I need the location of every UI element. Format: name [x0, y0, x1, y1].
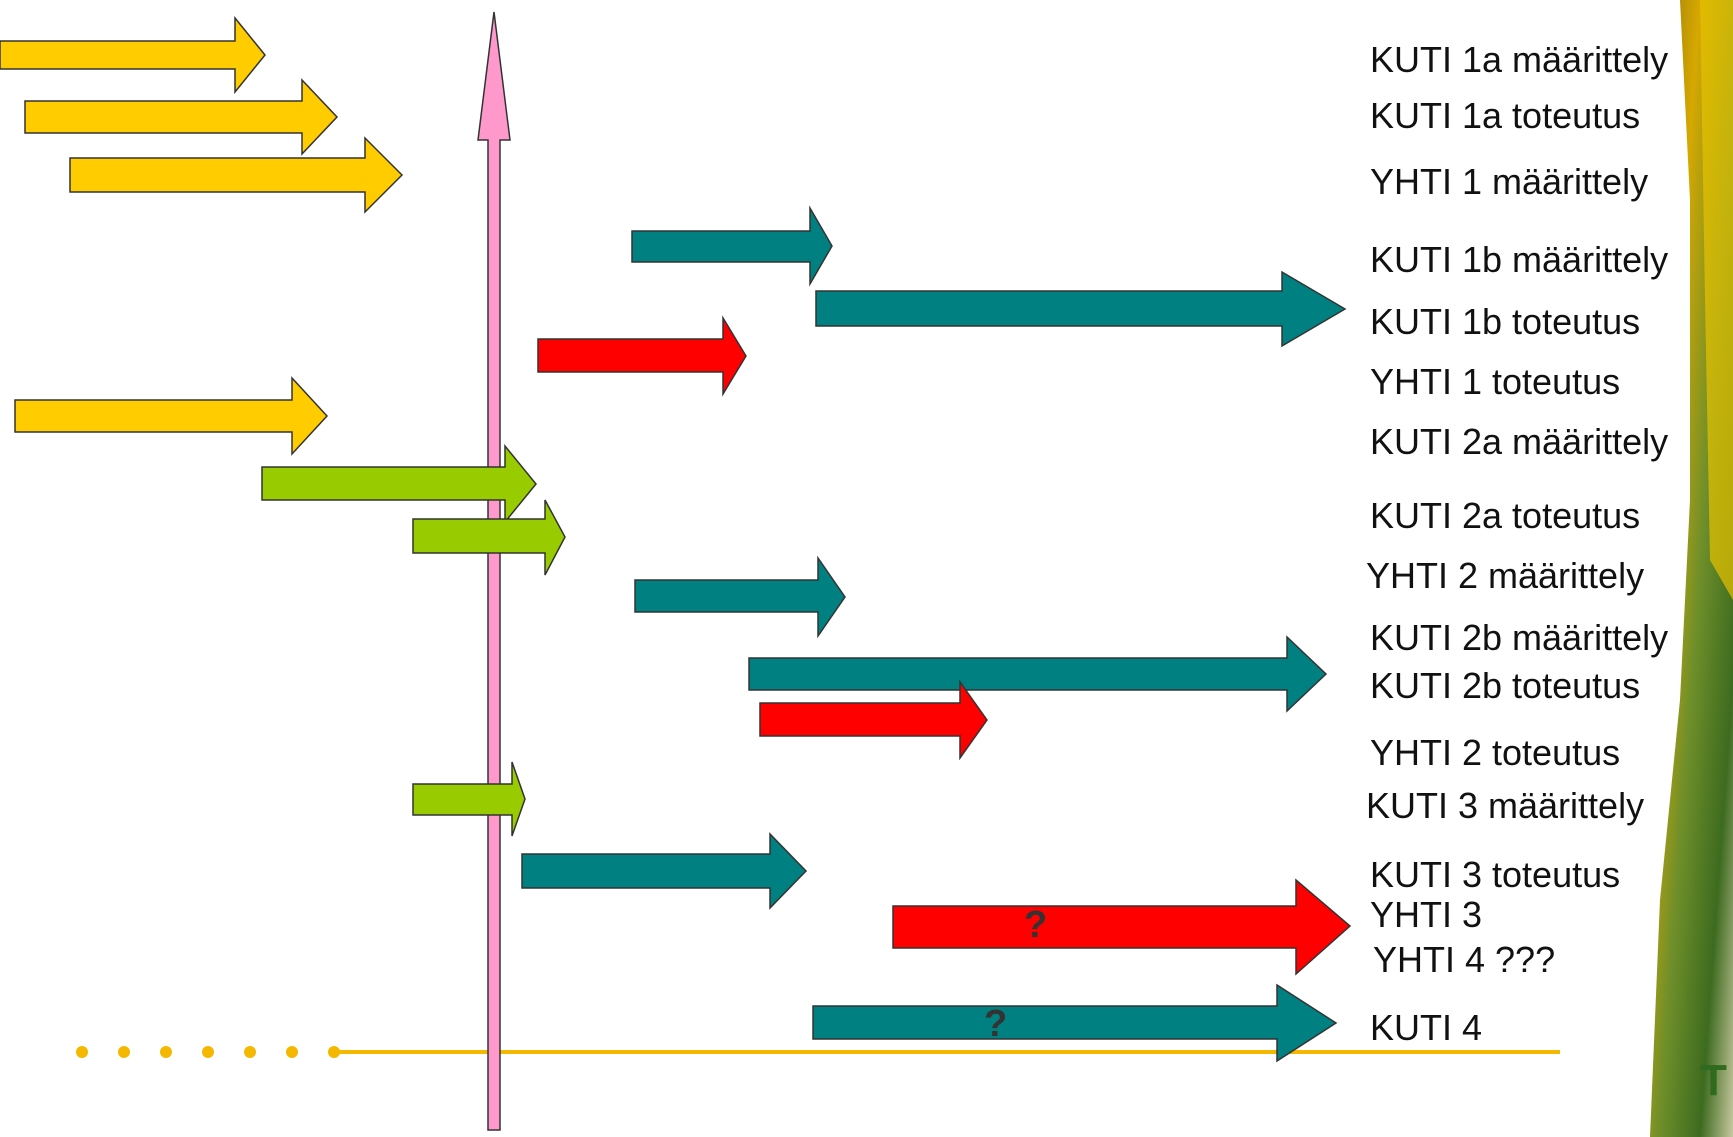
corner-logo-letter: T	[1700, 1056, 1727, 1105]
question-mark-kuti-4: ?	[984, 1003, 1008, 1045]
label-yhti-1-maarittely: YHTI 1 määrittely	[1370, 161, 1649, 202]
question-mark-yhti-3: ?	[1024, 904, 1048, 946]
now-axis-arrow	[477, 11, 511, 1131]
label-yhti-2-toteutus: YHTI 2 toteutus	[1370, 732, 1621, 773]
arrow-kuti-2b-toteutus	[748, 635, 1328, 713]
arrow-kuti-1a-toteutus	[24, 78, 339, 156]
label-kuti-2b-maarittely: KUTI 2b määrittely	[1370, 617, 1669, 658]
label-kuti-2a-maarittely: KUTI 2a määrittely	[1370, 421, 1669, 462]
arrow-kuti-1a-maarittely	[0, 15, 266, 95]
label-yhti-2-maarittely: YHTI 2 määrittely	[1366, 555, 1645, 596]
arrow-kuti-3-maarittely	[412, 761, 526, 837]
label-kuti-3-maarittely: KUTI 3 määrittely	[1366, 785, 1645, 826]
label-kuti-1b-toteutus: KUTI 1b toteutus	[1370, 301, 1641, 342]
label-yhti-1-toteutus: YHTI 1 toteutus	[1370, 361, 1621, 402]
arrow-kuti-2a-maarittely	[14, 376, 329, 456]
label-kuti-1b-maarittely: KUTI 1b määrittely	[1370, 239, 1669, 280]
label-kuti-1a-maarittely: KUTI 1a määrittely	[1370, 39, 1669, 80]
label-kuti-2b-toteutus: KUTI 2b toteutus	[1370, 665, 1641, 706]
arrow-kuti-2a-toteutus	[261, 443, 537, 525]
decorative-background-highlight	[1700, 0, 1733, 600]
arrow-kuti-2b-maarittely	[634, 555, 846, 639]
label-kuti-1a-toteutus: KUTI 1a toteutus	[1370, 95, 1641, 136]
arrow-kuti-4	[812, 983, 1338, 1063]
timeline-baseline	[76, 1046, 1560, 1058]
label-yhti-4: YHTI 4 ???	[1373, 939, 1556, 980]
label-yhti-3: YHTI 3	[1370, 894, 1483, 935]
arrow-kuti-1b-maarittely	[631, 205, 833, 287]
arrow-kuti-3-toteutus	[521, 832, 808, 910]
label-kuti-3-toteutus: KUTI 3 toteutus	[1370, 854, 1621, 895]
arrow-yhti-3	[892, 878, 1352, 976]
arrow-yhti-1-maarittely	[69, 136, 404, 214]
arrow-kuti-1b-toteutus	[815, 270, 1347, 348]
label-kuti-4: KUTI 4	[1370, 1007, 1483, 1048]
arrow-yhti-1-toteutus	[537, 315, 747, 397]
arrow-yhti-2-toteutus	[759, 679, 988, 761]
arrow-yhti-2-maarittely	[412, 499, 566, 576]
label-kuti-2a-toteutus: KUTI 2a toteutus	[1370, 495, 1641, 536]
